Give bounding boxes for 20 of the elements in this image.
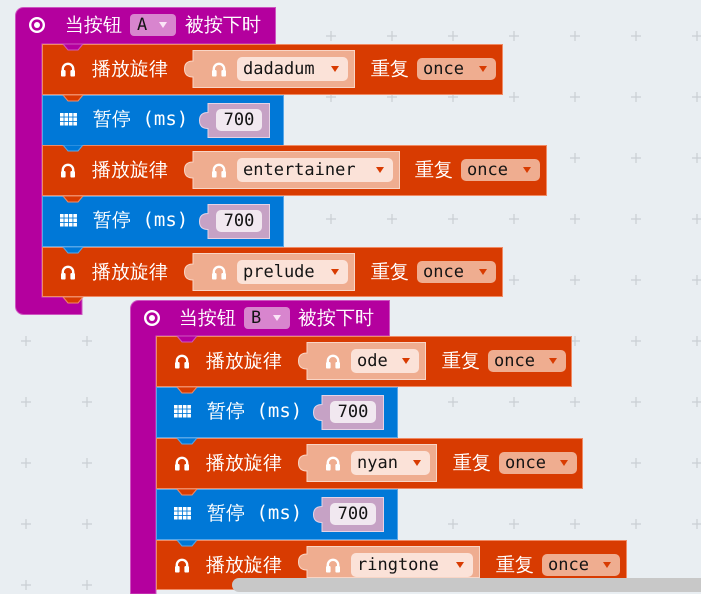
block-label: 重复	[415, 158, 453, 182]
block-label: 重复	[453, 451, 491, 475]
block-label: 暂停 (ms)	[93, 107, 188, 131]
block-label: 被按下时	[185, 13, 261, 37]
block-label: 播放旋律	[92, 260, 168, 284]
block-label: 被按下时	[298, 306, 374, 330]
block-label: 当按钮	[179, 306, 236, 330]
block-label: 重复	[371, 57, 409, 81]
block-label: 当按钮	[65, 13, 122, 37]
block-label: 重复	[442, 349, 480, 373]
block-label: 播放旋律	[206, 451, 282, 475]
block-label: 播放旋律	[206, 553, 282, 577]
block-label: 重复	[371, 260, 409, 284]
block-label: 暂停 (ms)	[93, 208, 188, 232]
block-label: 暂停 (ms)	[207, 501, 302, 525]
block-label: 播放旋律	[206, 349, 282, 373]
block-label: 播放旋律	[92, 158, 168, 182]
block-label: 暂停 (ms)	[207, 399, 302, 423]
block-label: 播放旋律	[92, 57, 168, 81]
block-label: 重复	[496, 553, 534, 577]
